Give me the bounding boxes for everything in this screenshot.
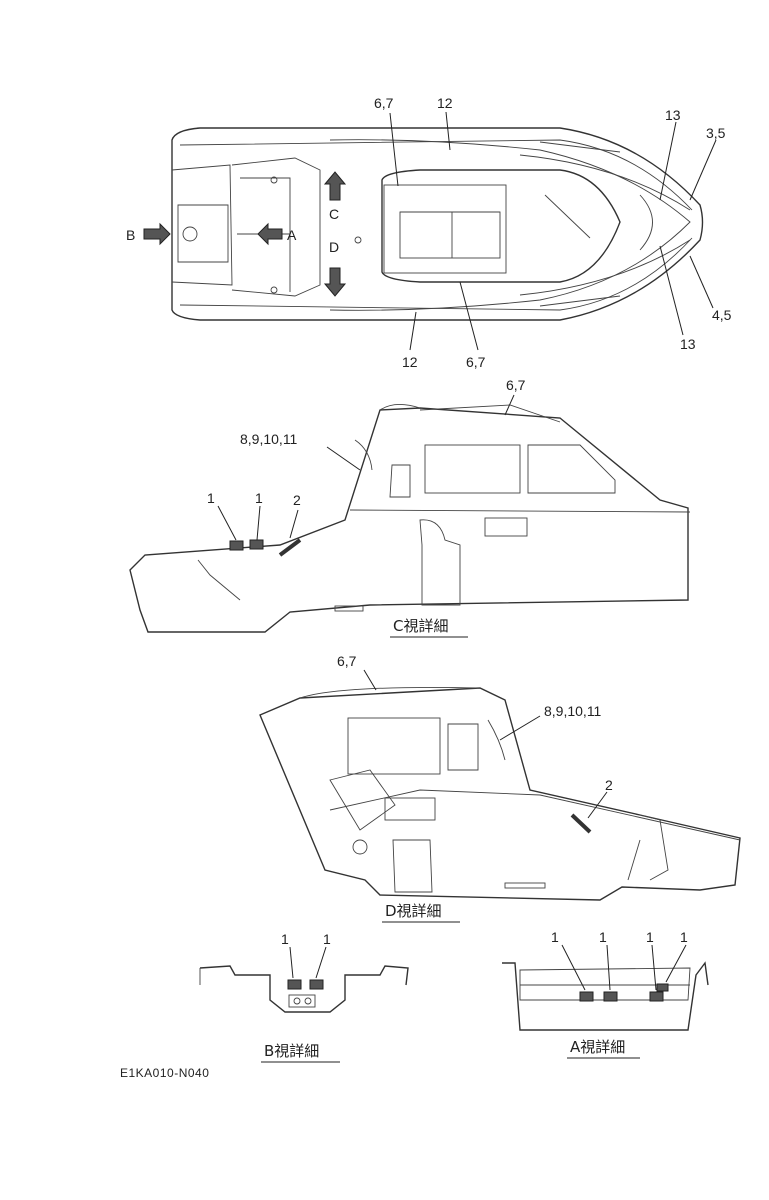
d-side-window bbox=[347, 717, 441, 775]
a-label-1c: 1 bbox=[646, 929, 654, 945]
d-view: 6,7 8,9,10,11 2 D視詳細 bbox=[259, 653, 741, 923]
b-part-1b bbox=[309, 979, 324, 990]
c-view-caption: C視詳細 bbox=[393, 617, 448, 635]
d-emblem-icon bbox=[352, 839, 368, 855]
d-label-6-7: 6,7 bbox=[337, 653, 357, 669]
label-6-7-bottom: 6,7 bbox=[466, 354, 486, 370]
d-label-2: 2 bbox=[605, 777, 613, 793]
c-part-1a bbox=[229, 540, 244, 551]
document-code: E1KA010-N040 bbox=[120, 1066, 209, 1080]
c-label-6-7: 6,7 bbox=[506, 377, 526, 393]
label-6-7-top: 6,7 bbox=[374, 95, 394, 111]
b-view-caption: B視詳細 bbox=[264, 1042, 319, 1060]
a-label-1a: 1 bbox=[551, 929, 559, 945]
a-part-1c bbox=[649, 991, 664, 1002]
a-label-1d: 1 bbox=[680, 929, 688, 945]
b-label-1a: 1 bbox=[281, 931, 289, 947]
label-12-top: 12 bbox=[437, 95, 453, 111]
a-part-1d bbox=[656, 983, 669, 992]
a-label-1b: 1 bbox=[599, 929, 607, 945]
top-view: B A C D 6,7 12 13 3,5 4,5 13 12 6,7 bbox=[126, 95, 732, 370]
arrow-c-label: C bbox=[329, 206, 339, 222]
hull-outline bbox=[171, 127, 704, 321]
label-13-bottom: 13 bbox=[680, 336, 696, 352]
a-view-caption: A視詳細 bbox=[570, 1038, 625, 1056]
b-view: 1 1 B視詳細 bbox=[199, 931, 409, 1063]
c-label-2: 2 bbox=[293, 492, 301, 508]
d-part-2 bbox=[570, 813, 592, 834]
c-label-8-9-10-11: 8,9,10,11 bbox=[240, 431, 298, 447]
roof-hatch bbox=[383, 184, 507, 274]
c-part-2 bbox=[278, 538, 302, 557]
arrow-b-label: B bbox=[126, 227, 135, 243]
d-label-8-9-10-11: 8,9,10,11 bbox=[544, 703, 602, 719]
b-part-1a bbox=[287, 979, 302, 990]
arrow-a-label: A bbox=[287, 227, 297, 243]
a-part-1a bbox=[579, 991, 594, 1002]
c-label-1b: 1 bbox=[255, 490, 263, 506]
label-12-bottom: 12 bbox=[402, 354, 418, 370]
arrow-b-icon bbox=[143, 222, 171, 246]
label-4-5: 4,5 bbox=[712, 307, 732, 323]
label-13-top: 13 bbox=[665, 107, 681, 123]
arrow-d-icon bbox=[323, 267, 347, 297]
c-side-window bbox=[424, 444, 521, 494]
c-label-1a: 1 bbox=[207, 490, 215, 506]
a-view: 1 1 1 1 A視詳細 bbox=[502, 929, 709, 1059]
cabin-roof bbox=[381, 169, 621, 283]
arrow-d-label: D bbox=[329, 239, 339, 255]
d-view-caption: D視詳細 bbox=[385, 902, 442, 920]
c-view: 6,7 8,9,10,11 1 1 2 C視詳細 bbox=[129, 377, 691, 638]
d-dash-panel bbox=[384, 797, 436, 821]
c-part-1b bbox=[249, 539, 264, 550]
a-part-1b bbox=[603, 991, 618, 1002]
transom-emblem-icon bbox=[182, 226, 198, 242]
arrow-c-icon bbox=[323, 171, 347, 201]
arrow-a-icon bbox=[257, 222, 283, 246]
b-label-1b: 1 bbox=[323, 931, 331, 947]
label-3-5: 3,5 bbox=[706, 125, 726, 141]
